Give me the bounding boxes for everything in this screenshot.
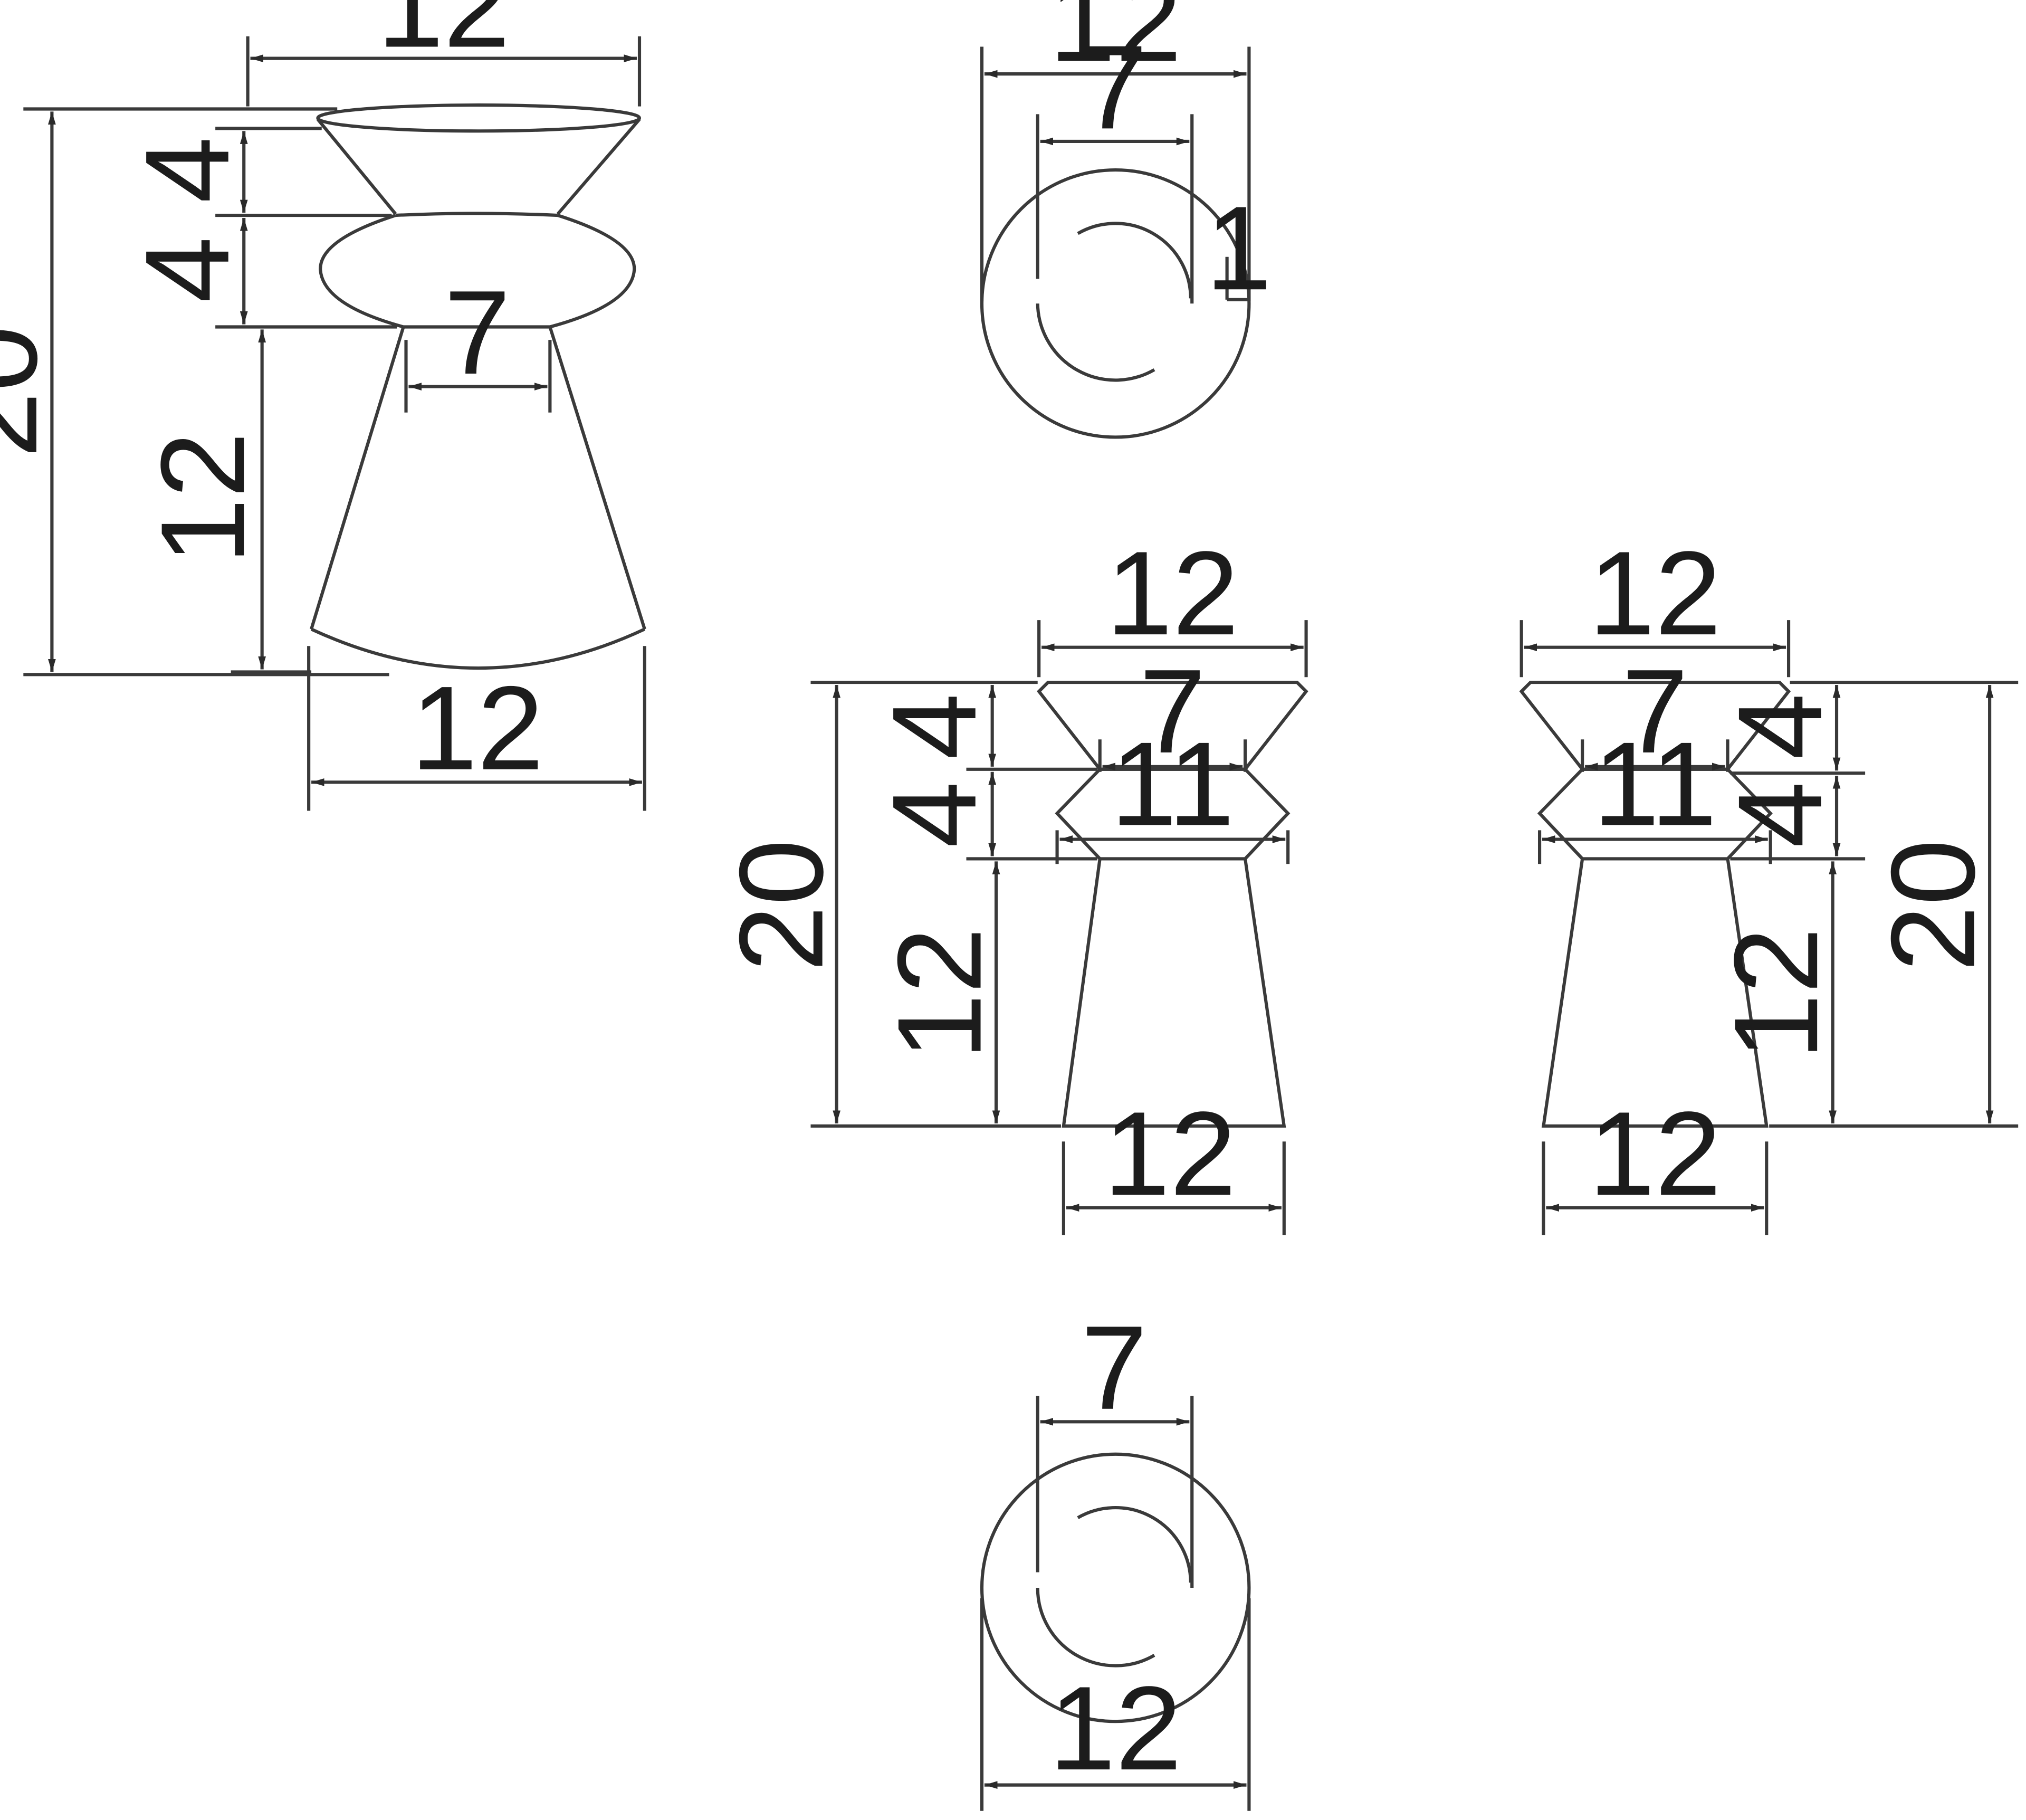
bottom-view-inner-diameter-dimension: 7 (1036, 1301, 1194, 1588)
side-view-neck-dimension: 7 (1581, 644, 1729, 778)
bottom-view-outer-diameter-label: 12 (1049, 1661, 1182, 1795)
bottom-view-inner-arc (1036, 1587, 1155, 1667)
bottom-view-outer-circle (980, 1452, 1251, 1723)
side-view-ring-label: 11 (1593, 717, 1717, 850)
front-view-lower-section-label: 12 (873, 927, 1006, 1060)
perspective-neck-dimension: 7 (404, 265, 552, 413)
perspective-top-width-label: 12 (377, 0, 510, 72)
side-view-base-width-label: 12 (1589, 1087, 1722, 1220)
front-view-neck-dimension: 7 (1098, 644, 1247, 778)
side-view-heights-dimension: 20 4 4 12 (1709, 680, 2019, 1128)
front-view-neck-label: 7 (1139, 644, 1206, 778)
perspective-outline (310, 103, 646, 670)
perspective-base-width-label: 12 (411, 661, 544, 795)
front-view-top-width-dimension: 12 (1037, 526, 1308, 678)
side-view-middle-section-label: 4 (1713, 782, 1847, 848)
top-view-offset-label: 1 (1206, 181, 1272, 315)
top-view-outer-diameter-label: 12 (1049, 0, 1182, 87)
top-view-inner-diameter-label: 7 (1081, 20, 1148, 154)
side-view-base-width-dimension: 12 (1542, 1087, 1769, 1235)
side-view-top-width-dimension: 12 (1520, 526, 1791, 678)
side-view-neck-label: 7 (1622, 644, 1688, 778)
front-view-ring-label: 11 (1111, 717, 1235, 850)
perspective-total-height-dimension: 20 (0, 107, 389, 676)
perspective-view: 12 20 4 4 12 7 (0, 0, 646, 811)
side-view-lower-section-label: 12 (1709, 927, 1842, 1060)
top-view-outer-diameter-dimension: 12 (980, 0, 1251, 301)
front-view-top-width-label: 12 (1106, 526, 1239, 660)
side-view-top-section-label: 4 (1713, 693, 1847, 760)
front-view-middle-section-label: 4 (867, 782, 1001, 848)
top-view-offset-dimension: 1 (1206, 181, 1272, 315)
perspective-section-heights-dimension: 4 4 12 (120, 127, 397, 674)
side-view-top-width-label: 12 (1589, 526, 1722, 660)
side-view-ring-dimension: 11 (1537, 717, 1772, 864)
front-view-ring-dimension: 11 (1055, 717, 1290, 864)
top-view: 12 7 1 (980, 0, 1272, 439)
top-view-inner-arc-upper (1077, 222, 1192, 299)
perspective-total-height-label: 20 (0, 326, 62, 459)
side-view-total-height-label: 20 (1866, 839, 2000, 972)
top-view-inner-diameter-dimension: 7 (1036, 20, 1194, 304)
front-view-base-width-dimension: 12 (1062, 1087, 1286, 1235)
bottom-view-outer-diameter-dimension: 12 (980, 1598, 1251, 1811)
bottom-view: 7 12 (980, 1301, 1251, 1811)
perspective-top-width-dimension: 12 (246, 0, 642, 107)
front-view-top-section-label: 4 (867, 693, 1001, 760)
side-view: 12 7 11 20 4 4 12 (1519, 526, 2019, 1235)
perspective-middle-section-label: 4 (120, 236, 254, 303)
perspective-top-section-label: 4 (120, 137, 254, 203)
bottom-view-inner-arc-upper (1077, 1506, 1192, 1583)
top-view-inner-arc (1036, 303, 1155, 382)
bottom-view-inner-diameter-label: 7 (1081, 1301, 1148, 1434)
top-view-outer-circle (980, 168, 1251, 439)
front-view-heights-dimension: 20 4 4 12 (714, 680, 1097, 1128)
front-view-total-height-label: 20 (714, 839, 848, 972)
perspective-base-width-dimension: 12 (307, 646, 646, 811)
front-view: 12 7 11 20 4 4 12 (714, 526, 1308, 1235)
perspective-neck-label: 7 (444, 265, 511, 399)
front-view-base-width-label: 12 (1104, 1087, 1237, 1220)
perspective-lower-section-label: 12 (136, 432, 269, 565)
